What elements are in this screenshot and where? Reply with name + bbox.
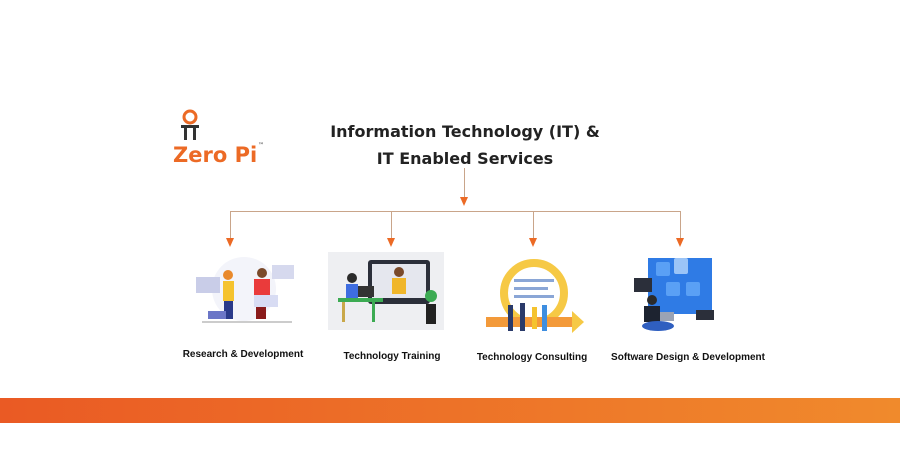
zero-pi-logo-icon: Zero Pi ™ <box>173 109 264 167</box>
title-line-1: Information Technology (IT) & <box>330 122 600 141</box>
arrow-1 <box>226 238 234 247</box>
arrow-2 <box>387 238 395 247</box>
diagram-title: Information Technology (IT) & IT Enabled… <box>300 118 630 172</box>
connector-2 <box>391 211 392 238</box>
title-line-2: IT Enabled Services <box>376 149 554 168</box>
branch-label-training: Technology Training <box>343 351 441 362</box>
branch-label-research: Research & Development <box>182 349 304 360</box>
connector-4 <box>680 211 681 238</box>
connector-3 <box>533 211 534 238</box>
research-illustration-icon <box>196 257 294 323</box>
branch-label-consulting: Technology Consulting <box>476 352 588 363</box>
connector-1 <box>230 211 231 238</box>
consulting-illustration-icon <box>486 259 584 333</box>
logo: Zero Pi ™ <box>170 108 270 168</box>
connector-horizontal <box>230 211 681 212</box>
svg-text:™: ™ <box>258 142 264 149</box>
svg-text:Zero Pi: Zero Pi <box>173 143 257 167</box>
branch-label-software: Software Design & Development <box>611 352 765 363</box>
connector-main <box>464 168 465 198</box>
footer-band <box>0 398 900 423</box>
arrow-main <box>460 197 468 206</box>
arrow-4 <box>676 238 684 247</box>
training-illustration-icon <box>328 252 444 330</box>
arrow-3 <box>529 238 537 247</box>
software-illustration-icon <box>634 258 714 331</box>
